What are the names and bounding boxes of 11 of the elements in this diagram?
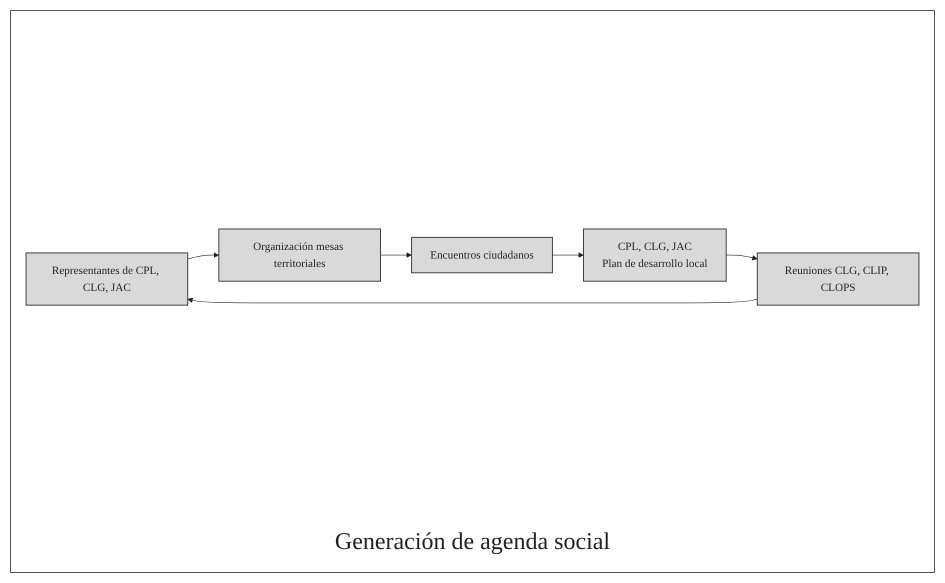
node-box: Reuniones CLG, CLIP, CLOPS <box>756 252 920 306</box>
arrow <box>187 252 220 260</box>
caption: Generación de agenda social <box>334 529 610 556</box>
node-box: Organización mesas territoriales <box>218 228 381 282</box>
arrow <box>552 252 584 258</box>
arrow <box>726 254 758 260</box>
arrow <box>187 298 758 304</box>
node-box: Encuentros ciudadanos <box>411 236 553 274</box>
node-box: Representantes de CPL, CLG, JAC <box>26 252 188 306</box>
node-box: CPL, CLG, JAC Plan de desarrollo local <box>583 228 727 282</box>
arrow <box>380 252 412 258</box>
